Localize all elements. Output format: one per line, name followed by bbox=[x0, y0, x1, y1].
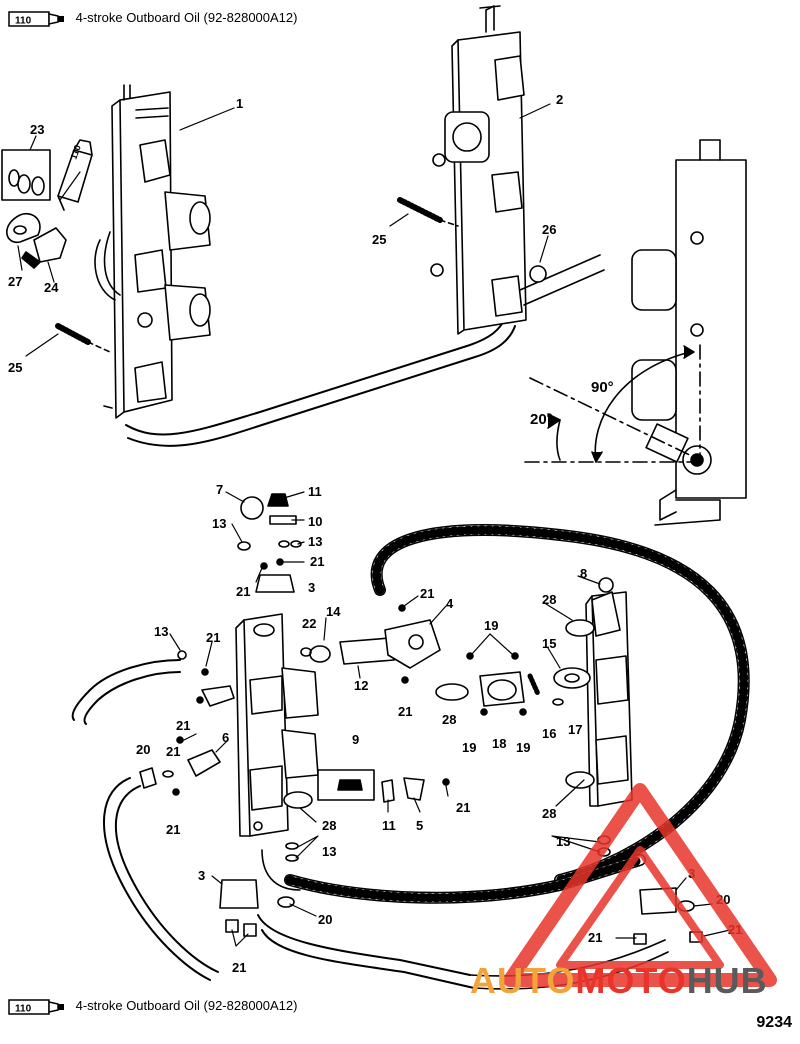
figure-number: 9234 bbox=[756, 1014, 792, 1031]
callout: 2 bbox=[556, 92, 563, 107]
callout: 21 bbox=[310, 554, 324, 569]
callout: 10 bbox=[308, 514, 322, 529]
callout: 18 bbox=[492, 736, 506, 751]
callout: 25 bbox=[372, 232, 386, 247]
callout: 23 bbox=[30, 122, 44, 137]
callout: 13 bbox=[308, 534, 322, 549]
callout: 24 bbox=[44, 280, 59, 295]
callout: 14 bbox=[326, 604, 341, 619]
callout: 26 bbox=[542, 222, 556, 237]
rail-side-view bbox=[524, 139, 747, 526]
legend-top-text: 4-stroke Outboard Oil (92-828000A12) bbox=[75, 10, 298, 26]
callout: 11 bbox=[308, 484, 322, 499]
callout: 8 bbox=[580, 566, 587, 581]
callout: 20 bbox=[136, 742, 150, 757]
callout: 3 bbox=[308, 580, 315, 595]
callout: 21 bbox=[398, 704, 412, 719]
oil-tube-icon: 110 bbox=[8, 999, 64, 1015]
callout: 25 bbox=[8, 360, 22, 375]
watermark-text: AUTOMOTOHUB bbox=[470, 960, 768, 1001]
callout: 21 bbox=[176, 718, 190, 733]
callout: 19 bbox=[462, 740, 476, 755]
callout: 13 bbox=[212, 516, 226, 531]
callout: 17 bbox=[568, 722, 582, 737]
callout: 1 bbox=[236, 96, 243, 111]
callout: 28 bbox=[322, 818, 336, 833]
callout: 9 bbox=[352, 732, 359, 747]
braided-hose bbox=[284, 524, 750, 904]
oil-tube-icon: 110 bbox=[8, 11, 64, 27]
svg-text:110: 110 bbox=[15, 1004, 32, 1015]
callout: 21 bbox=[236, 584, 250, 599]
callout: 21 bbox=[166, 822, 180, 837]
fuel-rail-2 bbox=[430, 5, 605, 335]
callout: 11 bbox=[382, 818, 396, 833]
callout: 13 bbox=[322, 844, 336, 859]
callout: 28 bbox=[542, 806, 556, 821]
callout: 22 bbox=[302, 616, 316, 631]
fuel-rail-lower-right bbox=[565, 577, 633, 807]
angle-20-label: 20° bbox=[530, 411, 553, 428]
callout: 12 bbox=[354, 678, 368, 693]
angle-90-label: 90° bbox=[591, 379, 614, 396]
callout: 21 bbox=[456, 800, 470, 815]
callout: 4 bbox=[446, 596, 454, 611]
legend-bottom: 110 4-stroke Outboard Oil (92-828000A12) bbox=[8, 998, 297, 1016]
part-callouts: 1 2 23 24 27 25 25 26 7 11 10 13 13 21 2… bbox=[8, 92, 742, 945]
callout: 15 bbox=[542, 636, 556, 651]
callout: 16 bbox=[542, 726, 556, 741]
callout-21-bottom-left: 21 bbox=[232, 960, 246, 975]
callout: 21 bbox=[588, 930, 602, 945]
inset-tube-code: 110 bbox=[68, 144, 82, 161]
callout: 6 bbox=[222, 730, 229, 745]
callout: 27 bbox=[8, 274, 22, 289]
callout: 28 bbox=[442, 712, 456, 727]
callout: 5 bbox=[416, 818, 423, 833]
callout: 20 bbox=[318, 912, 332, 927]
callout: 21 bbox=[420, 586, 434, 601]
callout: 28 bbox=[542, 592, 556, 607]
callout: 13 bbox=[556, 834, 570, 849]
oil-tube-inset bbox=[57, 139, 93, 211]
callout: 7 bbox=[216, 482, 223, 497]
callout: 3 bbox=[198, 868, 205, 883]
callout: 19 bbox=[484, 618, 498, 633]
watermark-logo bbox=[503, 783, 777, 987]
callout: 21 bbox=[206, 630, 220, 645]
callout: 19 bbox=[516, 740, 530, 755]
legend-bottom-text: 4-stroke Outboard Oil (92-828000A12) bbox=[75, 998, 298, 1014]
legend-top: 110 4-stroke Outboard Oil (92-828000A12) bbox=[8, 10, 297, 28]
svg-text:110: 110 bbox=[15, 16, 32, 27]
fuel-rail-lower-left bbox=[235, 613, 319, 837]
callout: 21 bbox=[166, 744, 180, 759]
callout: 13 bbox=[154, 624, 168, 639]
fuel-rail-1 bbox=[103, 84, 211, 419]
